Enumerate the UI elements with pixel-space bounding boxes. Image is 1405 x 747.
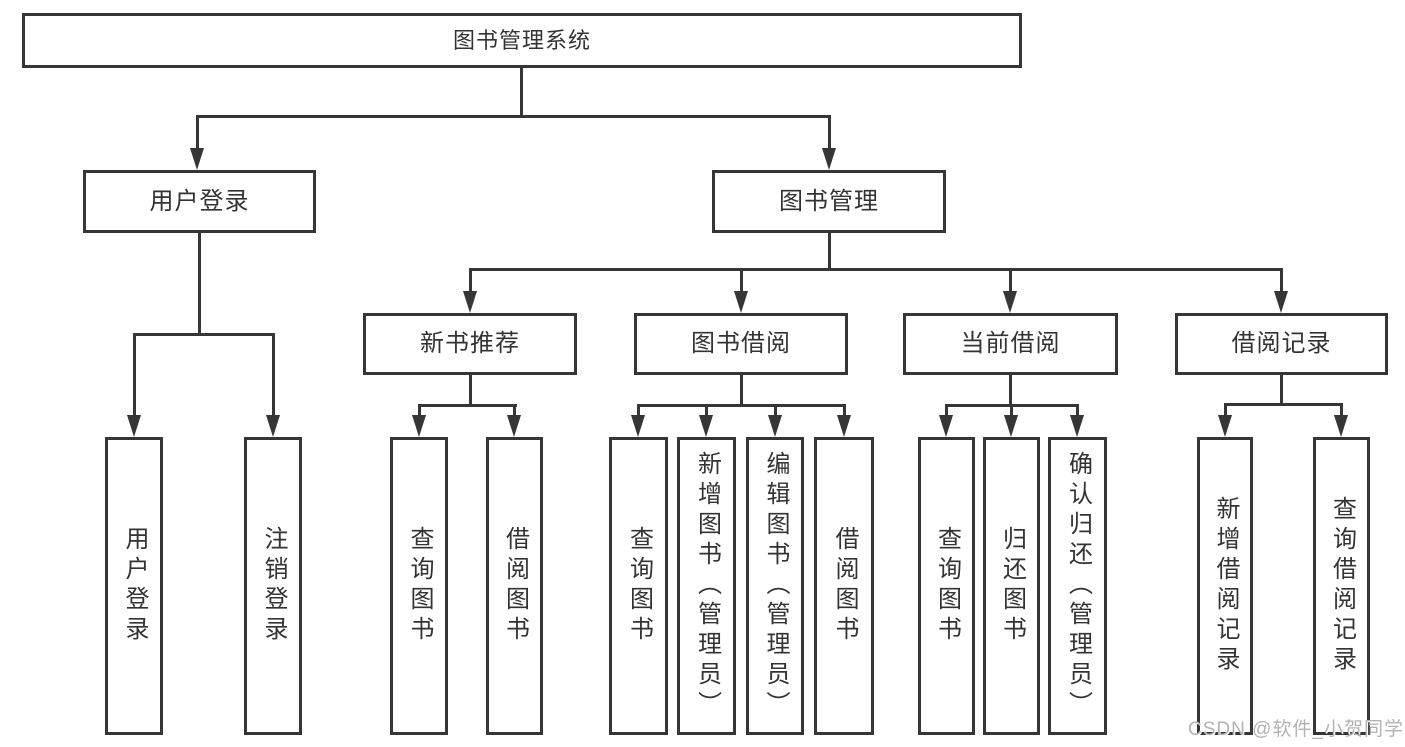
connector-line [520,67,523,117]
leaf-records-query-record: 查询借阅记录 [1313,437,1370,735]
node-borrow-records-label: 借阅记录 [1231,330,1332,357]
connector-line [740,375,743,406]
leaf-logout-label: 注销登录 [260,526,287,646]
connector-line [1224,405,1227,418]
leaf-current-confirm-return-admin: 确认归还（管理员） [1048,437,1107,735]
arrow-down-icon [127,415,141,437]
connector-line [843,406,846,418]
connector-line [272,335,275,416]
leaf-current-return-books: 归还图书 [983,437,1040,735]
connector-line [1076,406,1079,418]
arrow-down-icon [1070,415,1084,437]
connector-line [945,404,1079,407]
connector-line [1224,403,1343,406]
node-current-borrow: 当前借阅 [903,313,1118,375]
leaf-borrow-add-books-admin-label: 新增图书（管理员） [693,451,721,721]
leaf-current-return-books-label: 归还图书 [998,526,1026,646]
node-root-label: 图书管理系统 [452,27,591,53]
node-book-borrow-label: 图书借阅 [691,330,791,357]
node-new-book-recommend-label: 新书推荐 [420,330,520,357]
connector-line [198,232,201,335]
connector-line [469,375,472,406]
arrow-down-icon [939,415,953,437]
leaf-newbook-query-books-label: 查询图书 [406,526,433,646]
connector-line [1280,270,1283,293]
leaf-user-login: 用户登录 [105,437,163,735]
arrow-down-icon [699,415,713,437]
leaf-current-confirm-return-admin-label: 确认归还（管理员） [1064,451,1092,721]
arrow-down-icon [837,415,851,437]
arrow-down-icon [412,415,426,437]
connector-line [828,117,831,149]
connector-line [1010,406,1013,418]
node-borrow-records: 借阅记录 [1175,313,1388,375]
connector-line [774,406,777,418]
connector-line [1340,405,1343,418]
connector-line [418,406,421,418]
leaf-records-query-record-label: 查询借阅记录 [1328,496,1356,676]
connector-line [637,406,640,418]
node-new-book-recommend: 新书推荐 [363,313,577,375]
arrow-down-icon [734,291,748,313]
arrow-down-icon [1218,415,1232,437]
arrow-down-icon [822,148,836,170]
leaf-borrow-query-books-label: 查询图书 [625,526,653,646]
node-book-management-label: 图书管理 [779,187,879,215]
arrow-down-icon [768,415,782,437]
connector-line [133,335,136,416]
connector-line [196,115,831,118]
node-book-borrow: 图书借阅 [634,313,848,375]
node-book-management: 图书管理 [712,170,946,233]
node-current-borrow-label: 当前借阅 [960,330,1061,357]
connector-line [828,232,831,270]
node-user-login: 用户登录 [83,170,316,233]
connector-line [1009,270,1012,293]
leaf-borrow-borrow-books: 借阅图书 [814,437,874,735]
connector-line [196,117,199,149]
leaf-borrow-edit-books-admin-label: 编辑图书（管理员） [762,451,789,721]
leaf-borrow-borrow-books-label: 借阅图书 [831,526,858,646]
leaf-newbook-borrow-books: 借阅图书 [486,437,543,735]
arrow-down-icon [1003,291,1017,313]
arrow-down-icon [190,148,204,170]
leaf-newbook-borrow-books-label: 借阅图书 [501,526,529,646]
leaf-borrow-add-books-admin: 新增图书（管理员） [677,437,736,735]
connector-line [1280,375,1283,405]
csdn-watermark: CSDN @软件_小贺同学 [1188,719,1404,740]
arrow-down-icon [1274,291,1288,313]
node-user-login-label: 用户登录 [149,187,250,215]
arrow-down-icon [266,415,280,437]
node-root: 图书管理系统 [22,13,1022,68]
leaf-records-add-record-label: 新增借阅记录 [1212,496,1239,676]
arrow-down-icon [463,291,477,313]
arrow-down-icon [1004,415,1018,437]
arrow-down-icon [507,415,521,437]
connector-line [740,270,743,293]
leaf-borrow-query-books: 查询图书 [609,437,668,735]
connector-line [513,406,516,418]
leaf-newbook-query-books: 查询图书 [390,437,448,735]
connector-line [469,270,472,293]
leaf-user-login-label: 用户登录 [121,526,148,646]
connector-line [1009,375,1012,406]
arrow-down-icon [631,415,645,437]
connector-line [469,268,1283,271]
connector-line [705,406,708,418]
connector-line [637,404,846,407]
arrow-down-icon [1334,415,1348,437]
leaf-current-query-books-label: 查询图书 [933,526,961,646]
leaf-records-add-record: 新增借阅记录 [1197,437,1253,735]
leaf-logout: 注销登录 [244,437,302,735]
connector-line [418,404,517,407]
leaf-borrow-edit-books-admin: 编辑图书（管理员） [746,437,804,735]
connector-line [133,333,275,336]
connector-line [945,406,948,418]
leaf-current-query-books: 查询图书 [918,437,975,735]
